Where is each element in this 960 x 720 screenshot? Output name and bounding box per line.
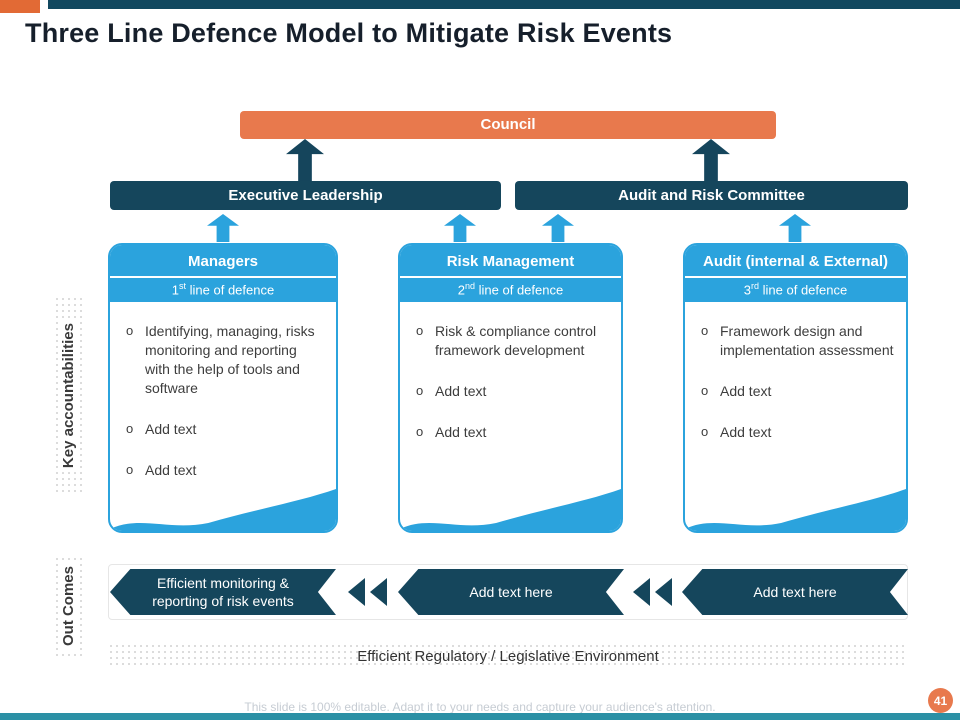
top-accent-block <box>0 0 40 13</box>
vertical-label-text: Key accountabilities <box>58 319 78 473</box>
line-ordinal-suffix: st <box>179 281 187 291</box>
line-ordinal-suffix: rd <box>751 281 760 291</box>
list-item: Framework design and implementation asse… <box>701 322 894 360</box>
card-subtitle: 1st line of defence <box>110 276 336 303</box>
left-triangle-icon <box>655 578 672 606</box>
line-label: line of defence <box>759 282 848 298</box>
up-arrow-icon <box>207 214 239 242</box>
swoosh-decoration <box>685 489 906 531</box>
defence-card-audit: Audit (internal & External) 3rd line of … <box>683 243 908 533</box>
banner-text: Efficient Regulatory / Legislative Envir… <box>357 647 659 665</box>
up-arrow-icon <box>779 214 811 242</box>
left-triangle-icon <box>370 578 387 606</box>
line-label: line of defence <box>475 282 564 298</box>
swoosh-decoration <box>400 489 621 531</box>
outcome-arrow-box: Add text here <box>682 569 908 615</box>
vertical-label-text: Out Comes <box>58 561 78 650</box>
bullet-list: Framework design and implementation asse… <box>685 302 906 442</box>
bullet-list: Identifying, managing, risks monitoring … <box>110 302 336 479</box>
bottom-bar <box>0 713 960 720</box>
list-item: Risk & compliance control framework deve… <box>416 322 609 360</box>
key-accountabilities-label: Key accountabilities <box>54 296 82 496</box>
card-title: Managers <box>110 245 336 276</box>
footer-note: This slide is 100% editable. Adapt it to… <box>244 700 716 714</box>
list-item: Add text <box>416 382 609 401</box>
list-item: Add text <box>126 420 324 439</box>
list-item: Add text <box>701 423 894 442</box>
left-triangle-icon <box>348 578 365 606</box>
card-subtitle: 3rd line of defence <box>685 276 906 303</box>
council-box: Council <box>240 111 776 139</box>
list-item: Add text <box>701 382 894 401</box>
up-arrow-icon <box>444 214 476 242</box>
left-chevron-icon <box>348 578 387 606</box>
defence-card-risk-management: Risk Management 2nd line of defence Risk… <box>398 243 623 533</box>
bullet-list: Risk & compliance control framework deve… <box>400 302 621 442</box>
outcome-arrow-box: Add text here <box>398 569 624 615</box>
list-item: Identifying, managing, risks monitoring … <box>126 322 324 398</box>
page-title: Three Line Defence Model to Mitigate Ris… <box>25 18 673 48</box>
list-item: Add text <box>416 423 609 442</box>
card-title: Audit (internal & External) <box>685 245 906 276</box>
swoosh-decoration <box>110 489 336 531</box>
line-number: 3 <box>743 282 752 298</box>
left-chevron-icon <box>633 578 672 606</box>
card-subtitle: 2nd line of defence <box>400 276 621 303</box>
card-title: Risk Management <box>400 245 621 276</box>
audit-risk-committee-box: Audit and Risk Committee <box>515 181 908 210</box>
list-item: Add text <box>126 461 324 480</box>
up-arrow-icon <box>542 214 574 242</box>
top-bar <box>48 0 960 9</box>
page-number-badge: 41 <box>928 688 953 713</box>
line-number: 1 <box>171 282 180 298</box>
left-triangle-icon <box>633 578 650 606</box>
line-number: 2 <box>457 282 466 298</box>
line-label: line of defence <box>186 282 275 298</box>
regulatory-banner: Efficient Regulatory / Legislative Envir… <box>108 643 908 669</box>
outcomes-label: Out Comes <box>54 556 82 656</box>
line-ordinal-suffix: nd <box>465 281 476 291</box>
up-arrow-icon <box>286 139 324 181</box>
outcome-arrow-box: Efficient monitoring & reporting of risk… <box>110 569 336 615</box>
executive-leadership-box: Executive Leadership <box>110 181 501 210</box>
defence-card-managers: Managers 1st line of defence Identifying… <box>108 243 338 533</box>
up-arrow-icon <box>692 139 730 181</box>
